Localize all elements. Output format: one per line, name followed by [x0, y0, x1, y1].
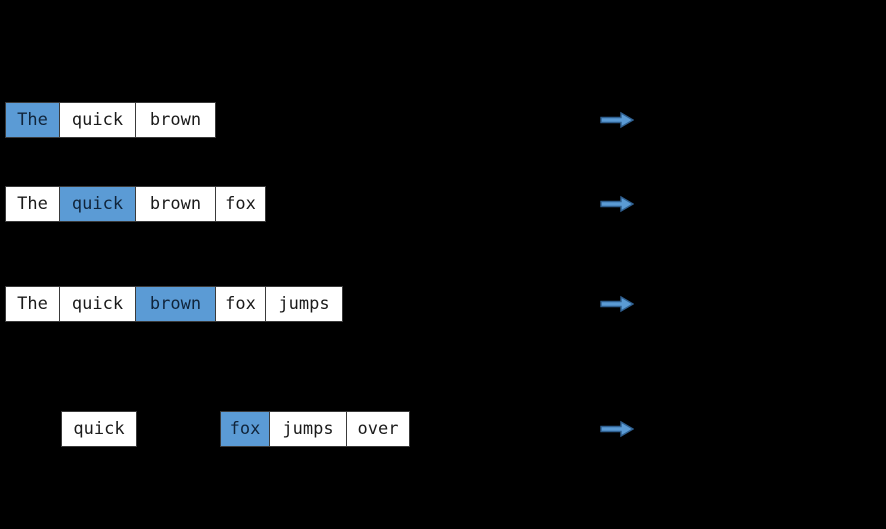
token-gap	[137, 411, 220, 447]
token-cell[interactable]: jumps	[269, 411, 347, 447]
token-cell[interactable]: brown	[135, 102, 216, 138]
token-cell[interactable]: The	[5, 286, 60, 322]
token-cell[interactable]: brown	[135, 186, 216, 222]
token-cell-highlighted[interactable]: brown	[135, 286, 216, 322]
token-cell[interactable]: quick	[59, 286, 136, 322]
arrow-right-icon	[600, 294, 634, 314]
token-cell[interactable]: quick	[59, 102, 136, 138]
token-cell[interactable]: fox	[215, 286, 266, 322]
token-cell[interactable]: quick	[61, 411, 137, 447]
arrow-right-icon	[600, 194, 634, 214]
token-cell[interactable]: fox	[215, 186, 266, 222]
token-cell-highlighted[interactable]: fox	[220, 411, 270, 447]
token-cell[interactable]: over	[346, 411, 410, 447]
arrow-right-icon	[600, 110, 634, 130]
token-cell[interactable]: jumps	[265, 286, 343, 322]
token-group: quick	[61, 411, 137, 447]
token-cell[interactable]: The	[5, 186, 60, 222]
token-cell-highlighted[interactable]: quick	[59, 186, 136, 222]
arrow-right-icon	[600, 419, 634, 439]
token-cell-highlighted[interactable]: The	[5, 102, 60, 138]
